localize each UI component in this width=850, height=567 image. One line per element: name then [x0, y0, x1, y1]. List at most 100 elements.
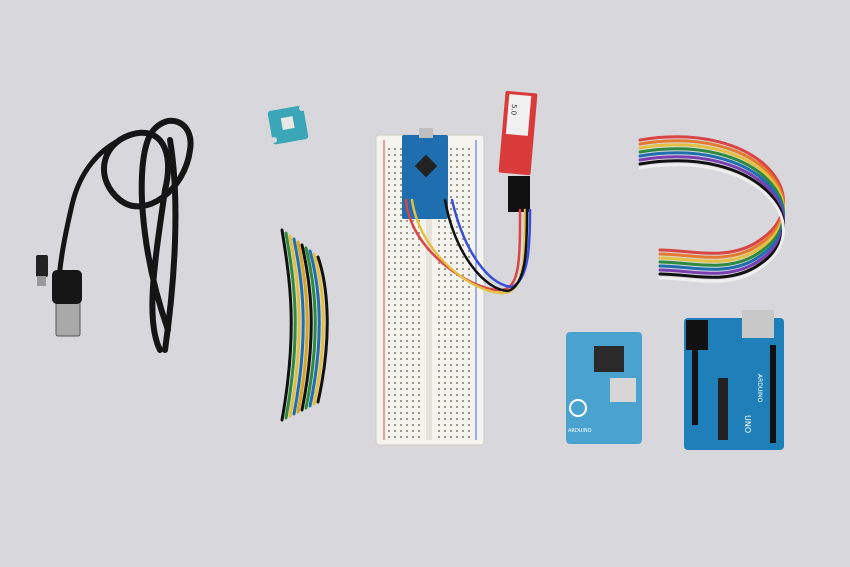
breadboard-hole	[412, 430, 414, 432]
breadboard-hole	[406, 322, 408, 324]
breadboard-hole	[400, 346, 402, 348]
breadboard-hole	[418, 388, 420, 390]
breadboard-hole	[418, 274, 420, 276]
breadboard-hole	[388, 334, 390, 336]
breadboard-hole	[418, 292, 420, 294]
breadboard-hole	[400, 196, 402, 198]
breadboard-hole	[388, 388, 390, 390]
jumper-wire	[638, 135, 786, 255]
breadboard-hole	[468, 334, 470, 336]
breadboard-hole	[444, 244, 446, 246]
breadboard-hole	[412, 406, 414, 408]
breadboard-hole	[406, 346, 408, 348]
breadboard-hole	[406, 304, 408, 306]
breadboard-hole	[418, 262, 420, 264]
breadboard-hole	[438, 406, 440, 408]
breadboard-hole	[418, 310, 420, 312]
breadboard-hole	[400, 388, 402, 390]
breadboard-hole	[418, 370, 420, 372]
breadboard-hole	[438, 304, 440, 306]
breadboard-hole	[468, 208, 470, 210]
breadboard-hole	[400, 334, 402, 336]
breadboard-hole	[468, 322, 470, 324]
breadboard-hole	[412, 418, 414, 420]
breadboard-hole	[450, 376, 452, 378]
jumper-wire	[308, 249, 321, 408]
jumper-wire	[638, 163, 786, 283]
breadboard-hole	[412, 364, 414, 366]
breadboard-hole	[450, 178, 452, 180]
breadboard-hole	[450, 172, 452, 174]
breadboard-hole	[388, 256, 390, 258]
nano-bt-wires	[404, 198, 532, 295]
breadboard-hole	[468, 412, 470, 414]
breadboard-hole	[388, 148, 390, 150]
breadboard-hole	[388, 298, 390, 300]
breadboard-hole	[388, 382, 390, 384]
breadboard-hole	[412, 412, 414, 414]
breadboard-hole	[394, 154, 396, 156]
breadboard-hole	[462, 370, 464, 372]
breadboard-hole	[462, 394, 464, 396]
breadboard-hole	[444, 250, 446, 252]
jumper-wire	[638, 155, 786, 275]
breadboard-hole	[388, 316, 390, 318]
breadboard-hole	[388, 202, 390, 204]
breadboard-hole	[388, 376, 390, 378]
breadboard-hole	[438, 292, 440, 294]
jumper-wire-bundle-loose	[280, 228, 329, 422]
breadboard-hole	[456, 286, 458, 288]
breadboard-hole	[450, 214, 452, 216]
breadboard-hole	[444, 340, 446, 342]
breadboard-hole	[418, 358, 420, 360]
breadboard-hole	[394, 292, 396, 294]
breadboard-hole	[418, 250, 420, 252]
breadboard-hole	[394, 328, 396, 330]
breadboard-hole	[388, 340, 390, 342]
breadboard-hole	[412, 256, 414, 258]
jumper-wire	[304, 246, 317, 410]
breadboard-hole	[388, 268, 390, 270]
breadboard-hole	[388, 196, 390, 198]
breadboard-hole	[412, 322, 414, 324]
breadboard-hole	[394, 436, 396, 438]
breadboard-hole	[394, 280, 396, 282]
breadboard-hole	[412, 340, 414, 342]
breadboard-hole	[468, 394, 470, 396]
breadboard-hole	[468, 424, 470, 426]
breadboard-hole	[388, 370, 390, 372]
breadboard-hole	[438, 340, 440, 342]
breadboard-hole	[406, 262, 408, 264]
breadboard-hole	[450, 154, 452, 156]
breadboard-hole	[418, 304, 420, 306]
breadboard-hole	[444, 400, 446, 402]
breadboard-hole	[412, 334, 414, 336]
jumper-wire	[638, 147, 786, 267]
breadboard-hole	[438, 388, 440, 390]
breadboard-hole	[462, 190, 464, 192]
breadboard-hole	[462, 376, 464, 378]
breadboard-hole	[450, 238, 452, 240]
breadboard-hole	[400, 376, 402, 378]
breadboard-hole	[438, 382, 440, 384]
breadboard-hole	[438, 430, 440, 432]
breadboard-hole	[450, 418, 452, 420]
breadboard-hole	[462, 280, 464, 282]
breadboard-hole	[388, 220, 390, 222]
breadboard-hole	[438, 322, 440, 324]
breadboard-hole	[388, 394, 390, 396]
breadboard-hole	[462, 352, 464, 354]
breadboard-hole	[418, 406, 420, 408]
breadboard-hole	[468, 376, 470, 378]
grove-sensor	[267, 105, 309, 145]
breadboard-hole	[450, 196, 452, 198]
breadboard-hole	[468, 238, 470, 240]
breadboard-hole	[456, 172, 458, 174]
breadboard-hole	[456, 262, 458, 264]
breadboard-hole	[412, 346, 414, 348]
breadboard-hole	[400, 406, 402, 408]
breadboard-hole	[468, 190, 470, 192]
breadboard-hole	[418, 400, 420, 402]
breadboard-hole	[412, 394, 414, 396]
breadboard-hole	[438, 412, 440, 414]
